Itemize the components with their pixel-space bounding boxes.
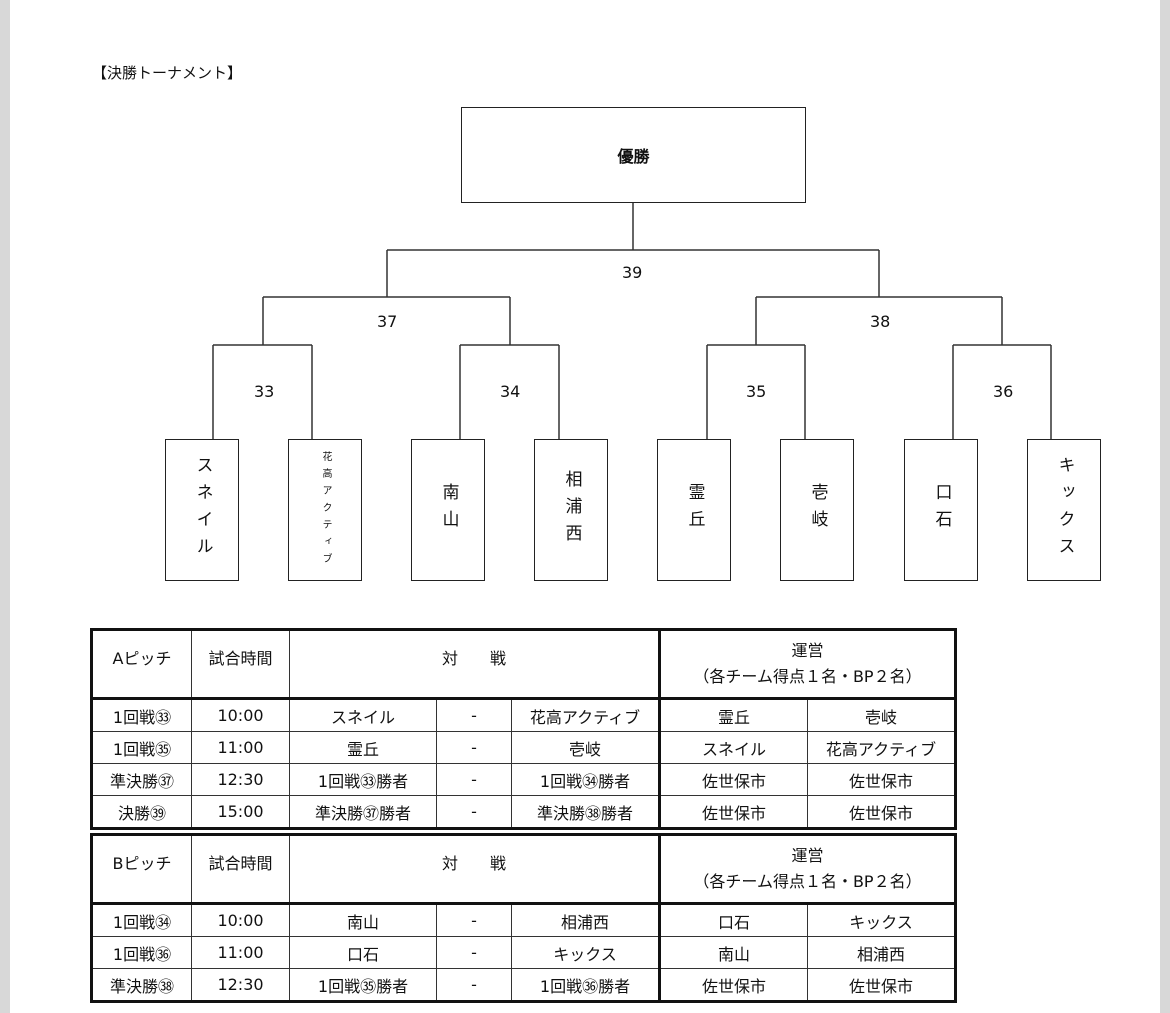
match-header: 対 戦: [289, 629, 660, 700]
team1-cell: 1回戦㉟勝者: [289, 968, 437, 1002]
vs-cell: -: [436, 903, 512, 937]
team-name: 霊丘: [684, 483, 705, 537]
team-name: キックス: [1054, 456, 1075, 564]
staff1-cell: スネイル: [658, 731, 808, 764]
staff1-cell: 南山: [658, 936, 808, 969]
team2-cell: 壱岐: [511, 731, 660, 764]
tournament-bracket: [212, 203, 1052, 440]
champion-box: 優勝: [461, 107, 806, 203]
match-number-r1-b: 34: [500, 382, 521, 401]
time-header: 試合時間: [191, 629, 290, 700]
pitch-label: Aピッチ: [91, 629, 192, 700]
table-row: 準決勝㊲ 12:30 1回戦㉝勝者 - 1回戦㉞勝者 佐世保市 佐世保市: [91, 763, 956, 796]
team-box: 霊丘: [657, 439, 731, 581]
match-number-semi-right: 38: [870, 312, 891, 331]
staff2-cell: 佐世保市: [807, 795, 956, 829]
team-box: 南山: [411, 439, 485, 581]
team1-cell: 口石: [289, 936, 437, 969]
staff1-cell: 口石: [658, 903, 808, 937]
table-row: 準決勝㊳ 12:30 1回戦㉟勝者 - 1回戦㊱勝者 佐世保市 佐世保市: [91, 968, 956, 1002]
match-number-final: 39: [622, 263, 643, 282]
staff1-cell: 佐世保市: [658, 968, 808, 1002]
time-cell: 10:00: [191, 903, 290, 937]
pitch-label: Bピッチ: [91, 834, 192, 905]
staff2-cell: 佐世保市: [807, 763, 956, 796]
time-cell: 11:00: [191, 936, 290, 969]
team-name: スネイル: [192, 456, 213, 564]
round-cell: 1回戦㊱: [91, 936, 192, 969]
team-box: キックス: [1027, 439, 1101, 581]
schedule-table-b: Bピッチ 試合時間 対 戦 運営 （各チーム得点１名・BP２名） 1回戦㉞ 10…: [90, 833, 957, 1003]
vs-cell: -: [436, 731, 512, 764]
staff1-cell: 霊丘: [658, 698, 808, 732]
team1-cell: 準決勝㊲勝者: [289, 795, 437, 829]
team-box: 花高アクティブ: [288, 439, 362, 581]
match-number-r1-a: 33: [254, 382, 275, 401]
round-cell: 決勝㊴: [91, 795, 192, 829]
match-number-r1-d: 36: [993, 382, 1014, 401]
team1-cell: 霊丘: [289, 731, 437, 764]
table-row: 1回戦㉝ 10:00 スネイル - 花高アクティブ 霊丘 壱岐: [91, 698, 956, 732]
team-name: 南山: [438, 483, 459, 537]
staff2-cell: 花高アクティブ: [807, 731, 956, 764]
team-box: 口石: [904, 439, 978, 581]
vs-cell: -: [436, 795, 512, 829]
round-cell: 1回戦㉝: [91, 698, 192, 732]
management-title: 運営: [791, 846, 824, 865]
vs-cell: -: [436, 936, 512, 969]
team-box: スネイル: [165, 439, 239, 581]
round-cell: 準決勝㊲: [91, 763, 192, 796]
staff1-cell: 佐世保市: [658, 795, 808, 829]
team-name: 口石: [931, 483, 952, 537]
vs-cell: -: [436, 763, 512, 796]
team1-cell: 1回戦㉝勝者: [289, 763, 437, 796]
vs-cell: -: [436, 968, 512, 1002]
staff2-cell: 佐世保市: [807, 968, 956, 1002]
team-name: 花高アクティブ: [320, 450, 331, 570]
team-box: 相浦西: [534, 439, 608, 581]
team2-cell: 相浦西: [511, 903, 660, 937]
vs-cell: -: [436, 698, 512, 732]
match-number-r1-c: 35: [746, 382, 767, 401]
team2-cell: 花高アクティブ: [511, 698, 660, 732]
time-cell: 11:00: [191, 731, 290, 764]
staff2-cell: キックス: [807, 903, 956, 937]
time-header: 試合時間: [191, 834, 290, 905]
table-row: 1回戦㉞ 10:00 南山 - 相浦西 口石 キックス: [91, 903, 956, 937]
time-cell: 15:00: [191, 795, 290, 829]
staff2-cell: 壱岐: [807, 698, 956, 732]
table-row: 1回戦㊱ 11:00 口石 - キックス 南山 相浦西: [91, 936, 956, 969]
team2-cell: 1回戦㉞勝者: [511, 763, 660, 796]
team-name: 壱岐: [807, 483, 828, 537]
team1-cell: スネイル: [289, 698, 437, 732]
management-subtitle: （各チーム得点１名・BP２名）: [693, 872, 922, 891]
time-cell: 12:30: [191, 968, 290, 1002]
management-header: 運営 （各チーム得点１名・BP２名）: [658, 834, 956, 905]
section-title: 【決勝トーナメント】: [92, 64, 243, 82]
time-cell: 10:00: [191, 698, 290, 732]
team1-cell: 南山: [289, 903, 437, 937]
team-box: 壱岐: [780, 439, 854, 581]
staff2-cell: 相浦西: [807, 936, 956, 969]
management-title: 運営: [791, 641, 824, 660]
team2-cell: 準決勝㊳勝者: [511, 795, 660, 829]
match-header: 対 戦: [289, 834, 660, 905]
staff1-cell: 佐世保市: [658, 763, 808, 796]
round-cell: 1回戦㉟: [91, 731, 192, 764]
team2-cell: キックス: [511, 936, 660, 969]
management-subtitle: （各チーム得点１名・BP２名）: [693, 667, 922, 686]
schedule-table-a: Aピッチ 試合時間 対 戦 運営 （各チーム得点１名・BP２名） 1回戦㉝ 10…: [90, 628, 957, 830]
round-cell: 準決勝㊳: [91, 968, 192, 1002]
time-cell: 12:30: [191, 763, 290, 796]
team-name: 相浦西: [561, 469, 582, 551]
table-row: 決勝㊴ 15:00 準決勝㊲勝者 - 準決勝㊳勝者 佐世保市 佐世保市: [91, 795, 956, 829]
match-number-semi-left: 37: [377, 312, 398, 331]
table-row: 1回戦㉟ 11:00 霊丘 - 壱岐 スネイル 花高アクティブ: [91, 731, 956, 764]
round-cell: 1回戦㉞: [91, 903, 192, 937]
team2-cell: 1回戦㊱勝者: [511, 968, 660, 1002]
management-header: 運営 （各チーム得点１名・BP２名）: [658, 629, 956, 700]
